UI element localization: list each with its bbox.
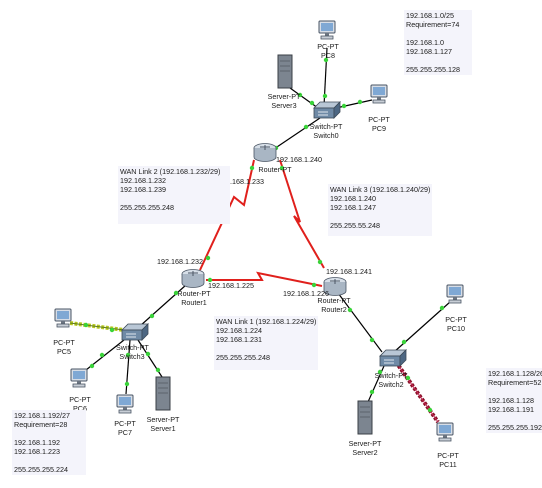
switch3-label: Switch-PT Switch3: [116, 343, 149, 361]
router1-ip-right: 192.168.1.225: [208, 281, 254, 290]
pc11-label: PC-PT PC11: [437, 451, 459, 469]
pc10-icon[interactable]: [444, 284, 466, 311]
link-switch2-pc11-core: [395, 361, 439, 423]
link-pc5-switch3-core: [69, 322, 125, 331]
server1-icon[interactable]: [154, 376, 172, 417]
server3-label: Server-PT Server3: [267, 92, 301, 110]
server2-icon[interactable]: [356, 400, 374, 441]
note-lan-top: 192.168.1.0/25 Requirement=74 192.168.1.…: [404, 10, 472, 75]
router2-label: Router-PT Router2: [317, 296, 351, 314]
pc9-icon[interactable]: [368, 84, 390, 111]
pc6-label: PC-PT PC6: [69, 395, 91, 413]
router0-label: Router-PT: [258, 165, 292, 174]
router2-ip-left: 192.168.1.226: [283, 289, 329, 298]
pc7-label: PC-PT PC7: [114, 419, 136, 437]
pc6-icon[interactable]: [68, 368, 90, 395]
pc8-icon[interactable]: [316, 20, 338, 47]
router1-icon[interactable]: [180, 268, 206, 295]
router0-ip-left: 192.168.1.233: [218, 177, 264, 186]
pc11-icon[interactable]: [434, 422, 456, 449]
router0-icon[interactable]: [252, 142, 278, 169]
wan-link-1[interactable]: [206, 271, 323, 287]
pc5-label: PC-PT PC5: [53, 338, 75, 356]
link-switch3-server1[interactable]: [137, 339, 165, 381]
router2-icon[interactable]: [322, 276, 348, 303]
pc5-icon[interactable]: [52, 308, 74, 335]
link-router1-switch3[interactable]: [139, 284, 187, 327]
switch2-label: Switch-PT Switch2: [374, 371, 408, 389]
server1-label: Server-PT Server1: [146, 415, 180, 433]
port-status-dots: [83, 57, 445, 413]
note-lan-right: 192.168.1.128/26 Requirement=52 192.168.…: [486, 368, 542, 433]
note-wan-link-2: WAN Link 2 (192.168.1.232/29) 192.168.1.…: [118, 166, 230, 224]
switch3-icon[interactable]: [120, 322, 150, 347]
router1-ip-top: 192.168.1.232: [157, 257, 203, 266]
server2-label: Server-PT Server2: [348, 439, 382, 457]
link-router2-switch2[interactable]: [337, 292, 383, 353]
wan-link-3[interactable]: [279, 159, 325, 269]
pc8-label: PC-PT PC8: [317, 42, 339, 60]
router1-label: Router-PT Router1: [177, 289, 211, 307]
server3-icon[interactable]: [276, 54, 294, 95]
router2-ip-top: 192.168.1.241: [326, 267, 372, 276]
router0-ip-bottom: 192.168.1.240: [276, 155, 322, 164]
pc10-label: PC-PT PC10: [445, 315, 467, 333]
switch0-label: Switch-PT Switch0: [309, 122, 343, 140]
pc7-icon[interactable]: [114, 394, 136, 421]
wan-link-2[interactable]: [199, 159, 255, 271]
note-wan-link-3: WAN Link 3 (192.168.1.240/29) 192.168.1.…: [328, 184, 432, 236]
note-wan-link-1: WAN Link 1 (192.168.1.224/29) 192.168.1.…: [214, 316, 318, 370]
note-lan-left: 192.168.1.192/27 Requirement=28 192.168.…: [12, 410, 86, 475]
switch2-icon[interactable]: [378, 348, 408, 373]
pc9-label: PC-PT PC9: [368, 115, 390, 133]
switch0-icon[interactable]: [312, 100, 342, 125]
